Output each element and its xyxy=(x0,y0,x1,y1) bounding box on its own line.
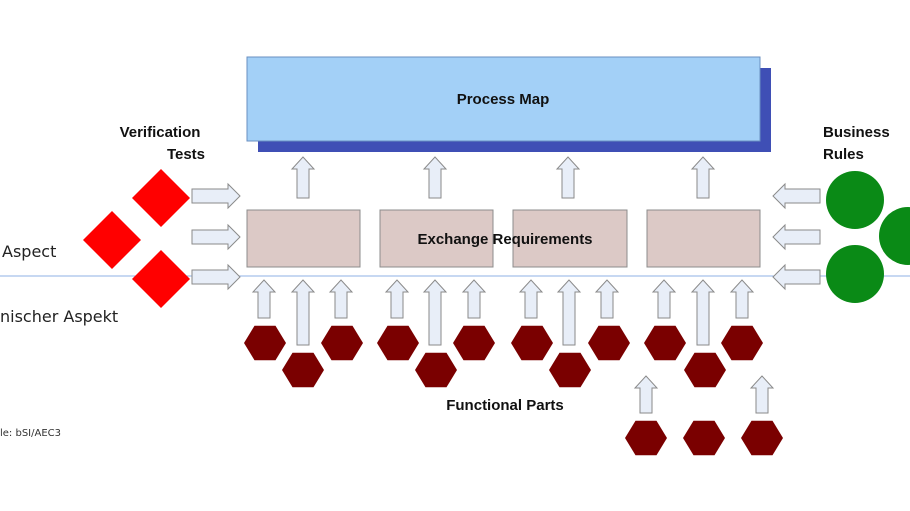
up-arrow-icon xyxy=(729,279,755,319)
up-arrow-icon xyxy=(422,156,448,199)
up-arrow-icon xyxy=(556,279,582,346)
functional-part-hexagon xyxy=(282,352,324,388)
functional-part-hexagon xyxy=(588,325,630,361)
technical-aspect-label: nischer Aspekt xyxy=(0,307,118,326)
functional-part-hexagon xyxy=(644,325,686,361)
business-rule-circle xyxy=(826,245,884,303)
up-arrow-icon xyxy=(328,279,354,319)
business-rules-label-line2: Rules xyxy=(823,146,864,163)
exchange-requirement-box xyxy=(246,209,361,268)
functional-part-hexagon xyxy=(377,325,419,361)
functional-part-hexagon xyxy=(511,325,553,361)
up-arrow-icon xyxy=(690,279,716,346)
up-arrow-icon xyxy=(290,279,316,346)
source-credit: le: bSI/AEC3 xyxy=(0,428,61,439)
exchange-requirement-box xyxy=(512,209,628,268)
business-rule-circle xyxy=(879,207,910,265)
right-arrow-icon xyxy=(191,182,241,210)
up-arrow-icon xyxy=(633,375,659,414)
left-arrow-icon xyxy=(772,182,821,210)
functional-part-hexagon xyxy=(453,325,495,361)
functional-part-hexagon xyxy=(683,420,725,456)
exchange-requirements-label: Exchange Requirements xyxy=(417,231,592,248)
up-arrow-icon xyxy=(251,279,277,319)
functional-part-hexagon xyxy=(721,325,763,361)
left-arrow-icon xyxy=(772,263,821,291)
verification-test-diamond xyxy=(132,250,190,308)
up-arrow-icon xyxy=(290,156,316,199)
up-arrow-icon xyxy=(594,279,620,319)
process-map-label: Process Map xyxy=(457,91,550,108)
up-arrow-icon xyxy=(384,279,410,319)
up-arrow-icon xyxy=(555,156,581,199)
functional-parts-label: Functional Parts xyxy=(446,397,564,414)
functional-part-hexagon xyxy=(244,325,286,361)
functional-part-hexagon xyxy=(321,325,363,361)
up-arrow-icon xyxy=(749,375,775,414)
up-arrow-icon xyxy=(690,156,716,199)
verification-tests-label-line1: Verification xyxy=(120,124,201,141)
functional-part-hexagon xyxy=(415,352,457,388)
aspect-label: Aspect xyxy=(2,242,56,261)
functional-part-hexagon xyxy=(549,352,591,388)
business-rules-label-line1: Business xyxy=(823,124,890,141)
left-arrow-icon xyxy=(772,223,821,251)
up-arrow-icon xyxy=(461,279,487,319)
exchange-requirement-box xyxy=(646,209,761,268)
up-arrow-icon xyxy=(651,279,677,319)
process-map-box xyxy=(246,56,761,142)
functional-part-hexagon xyxy=(741,420,783,456)
up-arrow-icon xyxy=(422,279,448,346)
right-arrow-icon xyxy=(191,223,241,251)
functional-part-hexagon xyxy=(684,352,726,388)
verification-tests-label-line2: Tests xyxy=(167,146,205,163)
up-arrow-icon xyxy=(518,279,544,319)
functional-part-hexagon xyxy=(625,420,667,456)
business-rule-circle xyxy=(826,171,884,229)
exchange-requirement-box xyxy=(379,209,494,268)
verification-test-diamond xyxy=(83,211,141,269)
right-arrow-icon xyxy=(191,263,241,291)
verification-test-diamond xyxy=(132,169,190,227)
